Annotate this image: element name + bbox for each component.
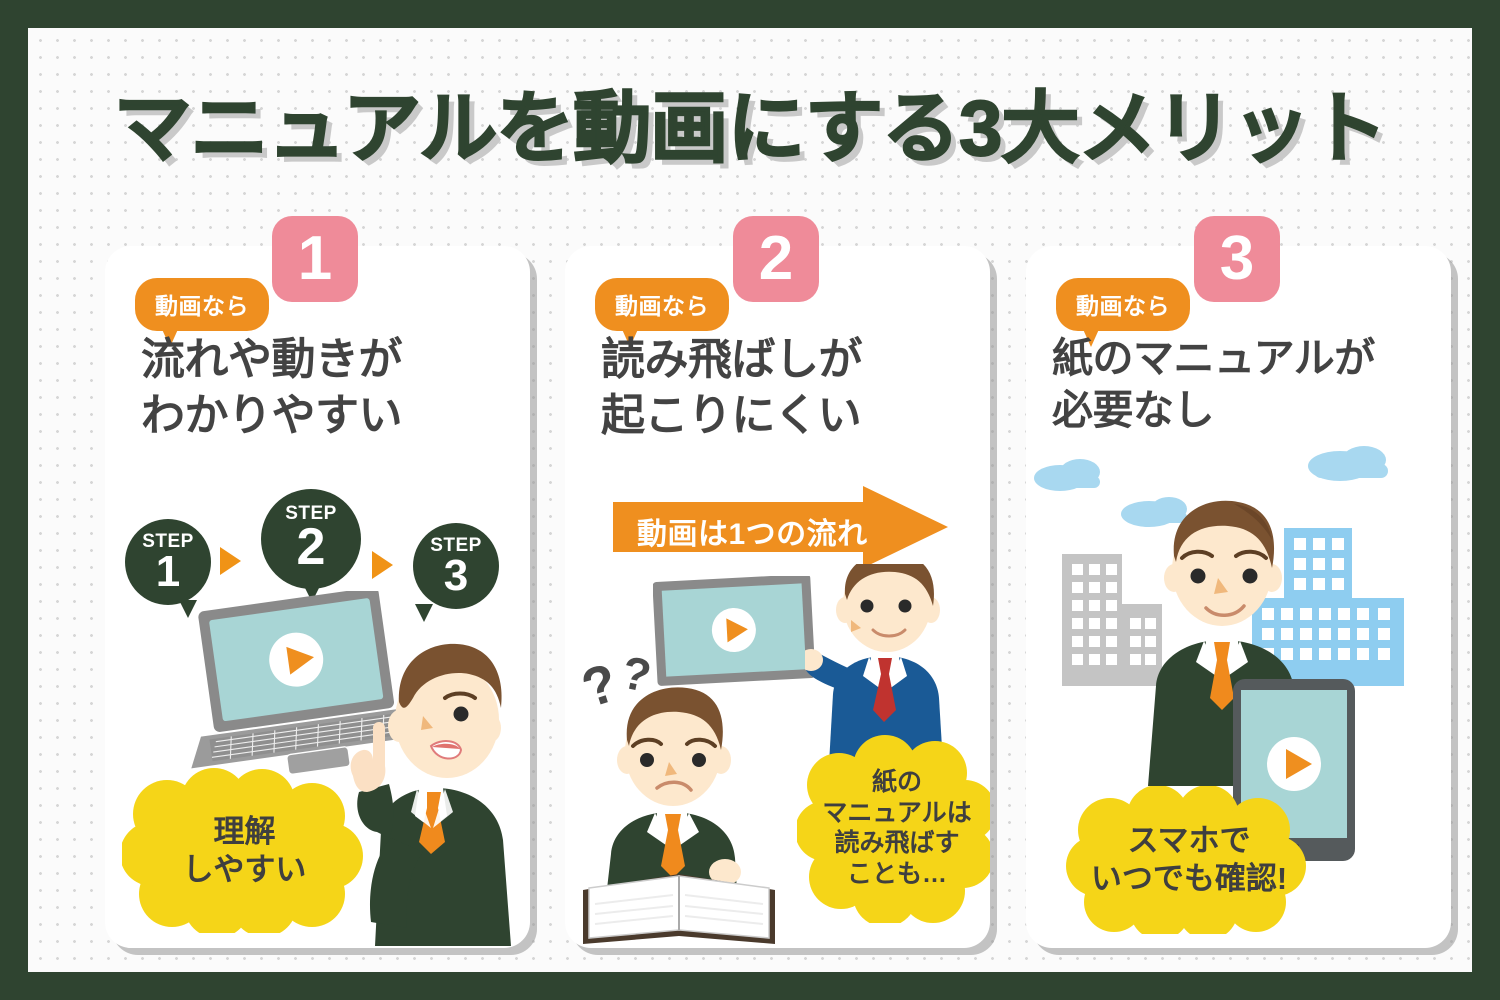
highlight-line-1: スマホで — [1127, 823, 1251, 859]
benefit-card-2: 動画なら 読み飛ばしが 起こりにくい 動画は1つの流れ — [565, 246, 990, 948]
page-title: マニュアルを動画にする3大メリット — [113, 83, 1389, 173]
video-tag-3: 動画なら — [1056, 278, 1190, 347]
pointing-businessman-illustration — [319, 616, 530, 948]
card-heading-line-1: 読み飛ばしが — [601, 335, 863, 384]
highlight-line-2: しやすい — [182, 851, 307, 887]
city-scene — [1026, 436, 1451, 856]
highlight-line-1: 紙の — [871, 768, 922, 796]
benefit-card-1: 動画なら 流れや動きが わかりやすい STEP 1 STEP 2 STEP 3 — [105, 246, 530, 948]
step-label-3: STEP — [430, 535, 482, 556]
card-heading-line-1: 紙のマニュアルが — [1052, 335, 1375, 381]
video-tag-1: 動画なら — [135, 278, 269, 347]
step-number-3: 3 — [443, 551, 469, 600]
highlight-burst-1: 理解 しやすい — [122, 768, 367, 933]
highlight-line-2: いつでも確認! — [1090, 861, 1288, 896]
highlight-text-1: 理解 しやすい — [183, 813, 307, 889]
step-number-2: 2 — [296, 518, 326, 576]
highlight-burst-2: 紙の マニュアルは 読み飛ばす ことも… — [797, 733, 990, 923]
scallop-shape-icon — [122, 768, 363, 933]
step-bubble-1: STEP 1 — [125, 519, 211, 618]
card-badge-3: 3 — [1194, 216, 1280, 302]
highlight-text-3: スマホで いつでも確認! — [1091, 822, 1287, 898]
card-heading-line-1: 流れや動きが — [141, 335, 403, 384]
card-heading-1: 流れや動きが わかりやすい — [141, 332, 511, 445]
highlight-line-4: ことも… — [846, 859, 947, 888]
poster-frame: マニュアルを動画にする3大メリット 動画なら 流れや動きが わかりやすい STE… — [28, 28, 1472, 972]
city-buildings-icon — [1062, 554, 1162, 686]
step-sequence: STEP 1 STEP 2 STEP 3 — [121, 481, 521, 622]
flow-arrow-banner: 動画は1つの流れ — [613, 486, 948, 568]
step-bubble-3: STEP 3 — [413, 523, 499, 622]
card-heading-line-2: 必要なし — [1052, 387, 1215, 434]
card-heading-2: 読み飛ばしが 起こりにくい — [601, 332, 971, 445]
highlight-line-1: 理解 — [213, 813, 276, 849]
card-badge-2: 2 — [733, 216, 819, 302]
confused-businessman-with-book-illustration — [575, 664, 805, 944]
highlight-line-2: マニュアルは — [822, 798, 972, 827]
laptop-icon — [185, 587, 435, 781]
highlight-burst-3: スマホで いつでも確認! — [1066, 786, 1312, 934]
card-heading-line-2: わかりやすい — [141, 391, 403, 441]
presenting-businessman-illustration — [799, 553, 965, 764]
question-marks: ? ? — [575, 641, 673, 724]
step-arrow-icon-2 — [372, 551, 393, 579]
cloud-icon — [1034, 446, 1388, 527]
step-label-2: STEP — [285, 503, 337, 524]
card-heading-3: 紙のマニュアルが 必要なし — [1052, 332, 1422, 437]
step-number-1: 1 — [155, 547, 181, 596]
card-heading-line-2: 起こりにくい — [601, 391, 862, 441]
highlight-text-2: 紙の マニュアルは 読み飛ばす ことも… — [822, 767, 971, 889]
right-arrow-icon — [613, 486, 948, 568]
scallop-shape-icon — [797, 735, 990, 923]
card-badge-1: 1 — [272, 216, 358, 302]
video-tag-2: 動画なら — [595, 278, 729, 347]
step-bubble-2: STEP 2 — [261, 489, 361, 602]
benefit-card-3: 動画なら 紙のマニュアルが 必要なし — [1026, 246, 1451, 948]
step-label-1: STEP — [142, 531, 194, 552]
monitor-icon — [652, 574, 816, 688]
step-arrow-icon-1 — [220, 547, 241, 575]
scallop-shape-icon — [1066, 786, 1306, 934]
highlight-line-3: 読み飛ばす — [834, 829, 960, 857]
question-mark-icon: ? ? — [575, 646, 656, 720]
flow-arrow-text: 動画は1つの流れ — [637, 518, 868, 551]
